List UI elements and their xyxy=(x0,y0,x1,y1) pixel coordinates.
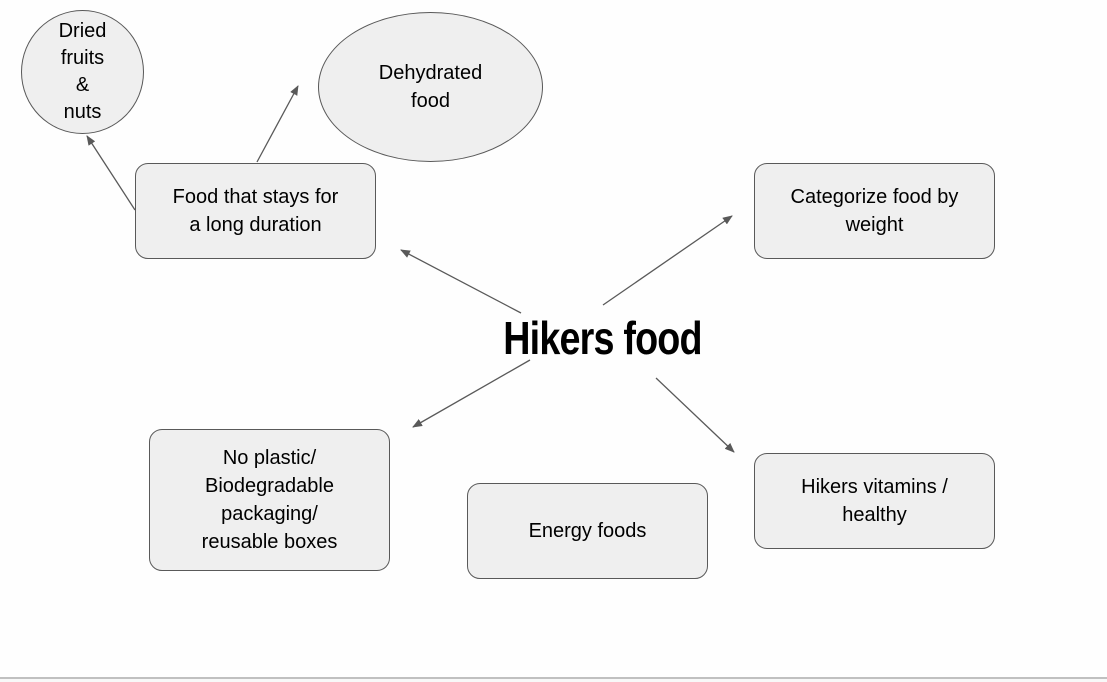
node-text: weight xyxy=(845,214,904,236)
arrow-to-no-plastic xyxy=(412,359,531,428)
node-text: Dried xyxy=(58,20,107,42)
node-text: Dehydrated xyxy=(378,62,483,84)
node-text: nuts xyxy=(63,101,102,123)
node-text: food xyxy=(411,90,450,112)
node-text: fruits xyxy=(60,47,105,69)
node-text: Biodegradable xyxy=(205,475,334,497)
node-text: Hikers vitamins / xyxy=(801,476,948,498)
node-text: packaging/ xyxy=(221,503,318,525)
arrow-to-vitamins xyxy=(655,377,735,453)
node-text: a long duration xyxy=(189,214,322,236)
node-text: Food that stays for xyxy=(172,186,339,208)
page-bottom-strip xyxy=(0,679,1107,682)
node-long-duration[interactable]: Food that stays for a long duration xyxy=(135,163,376,259)
node-vitamins[interactable]: Hikers vitamins / healthy xyxy=(754,453,995,549)
arrow-to-dehydrated xyxy=(256,85,299,163)
node-dried-fruits[interactable]: Dried fruits & nuts xyxy=(21,10,144,134)
arrow-to-long-duration xyxy=(400,249,522,314)
page-divider xyxy=(0,677,1107,679)
node-no-plastic[interactable]: No plastic/ Biodegradable packaging/ reu… xyxy=(149,429,390,571)
node-categorize[interactable]: Categorize food by weight xyxy=(754,163,995,259)
node-text: & xyxy=(75,74,90,96)
node-dehydrated[interactable]: Dehydrated food xyxy=(318,12,543,162)
node-text: Categorize food by xyxy=(790,186,959,208)
arrow-to-categorize xyxy=(602,215,733,306)
node-text: reusable boxes xyxy=(201,531,338,553)
arrow-to-dried-fruits xyxy=(86,135,136,211)
node-text: healthy xyxy=(842,504,907,526)
node-energy[interactable]: Energy foods xyxy=(467,483,708,579)
diagram-title: Hikers food xyxy=(503,312,702,364)
node-text: Energy foods xyxy=(528,520,647,542)
node-text: No plastic/ xyxy=(222,447,317,469)
